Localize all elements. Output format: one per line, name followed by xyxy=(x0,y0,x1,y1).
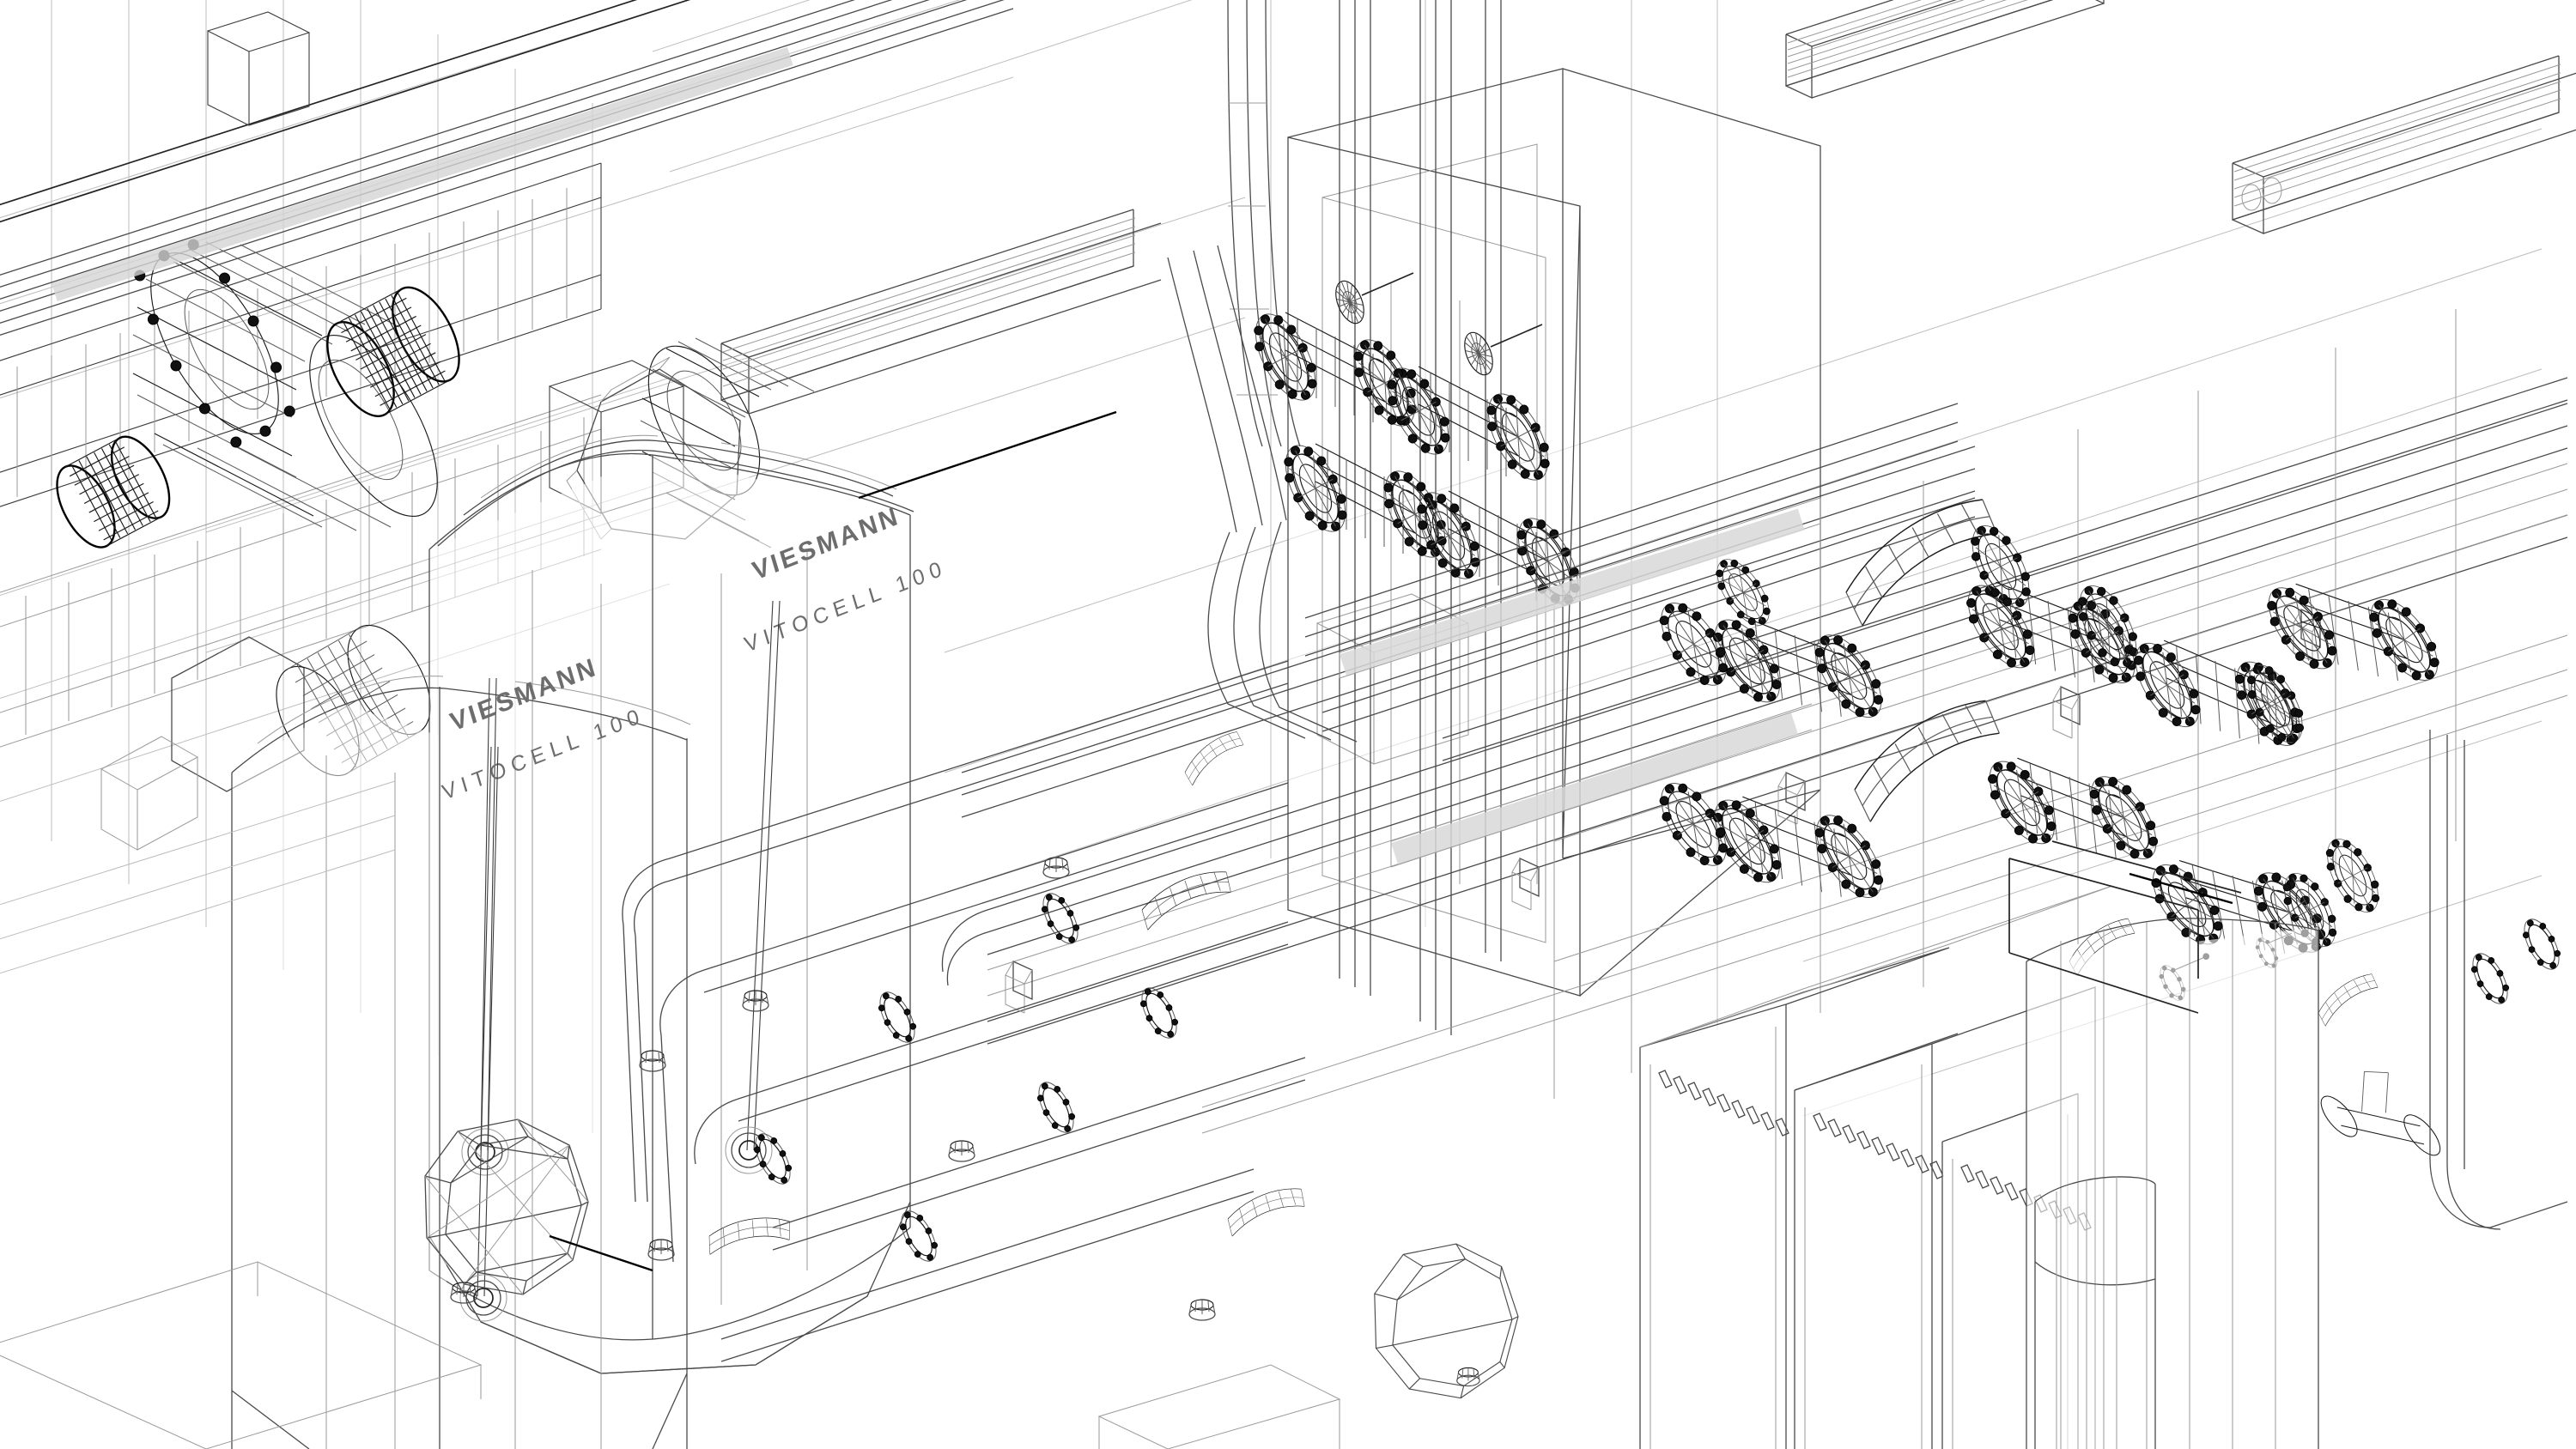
pipe-fitting xyxy=(2464,948,2516,1009)
tank-nozzle xyxy=(1188,1299,1216,1321)
pipe-fitting xyxy=(1035,888,1086,949)
pipe-fitting xyxy=(2516,913,2567,975)
pump-volute-left xyxy=(566,337,815,549)
foreground-accents xyxy=(549,410,2242,1272)
pipe-bend xyxy=(1225,1187,1307,1237)
pipe-fitting xyxy=(1030,1076,1082,1138)
misc-lower-center xyxy=(0,780,1519,1449)
pipe-rack xyxy=(622,309,2568,1362)
pump-motor xyxy=(326,286,460,418)
duct-bars xyxy=(52,46,1821,868)
tank-nozzle xyxy=(948,1140,975,1162)
tank-head-dome xyxy=(424,1119,589,1295)
flue-duct xyxy=(1167,245,1287,533)
boiler-upper-pipe xyxy=(1227,0,1301,447)
boiler-panel xyxy=(1167,0,1976,1035)
tank-rear: VIESMANN VITOCELL 100 xyxy=(428,434,950,1374)
valve-manifold xyxy=(1644,495,2568,1230)
cable-tray-top-right xyxy=(1785,0,2105,100)
cable-tray-mid-left xyxy=(720,209,1162,415)
pipe-bend xyxy=(2312,972,2385,1028)
pipe-bend xyxy=(1177,730,1251,787)
cable-tray-upper-right xyxy=(2232,55,2576,235)
right-vertical-tank xyxy=(2026,918,2319,1449)
